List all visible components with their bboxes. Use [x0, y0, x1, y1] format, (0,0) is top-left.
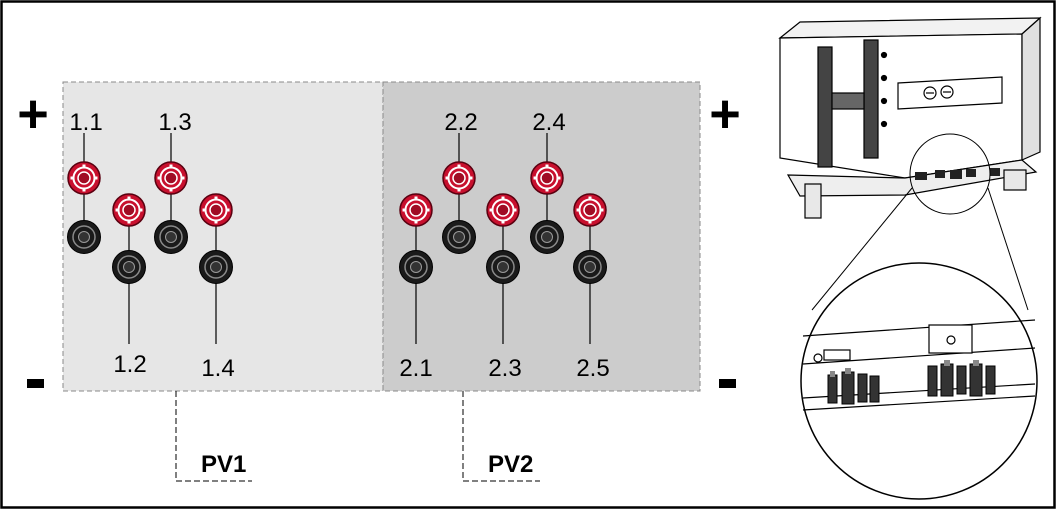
minus-sign-left — [27, 379, 44, 388]
label-1-3: 1.3 — [158, 109, 191, 136]
label-1-2: 1.2 — [113, 351, 146, 378]
connector-positive — [486, 193, 520, 227]
connector-negative — [572, 249, 608, 285]
label-2-2: 2.2 — [444, 109, 477, 136]
label-1-1: 1.1 — [69, 109, 102, 136]
plus-sign-left: + — [17, 84, 49, 144]
connector-negative — [529, 219, 565, 255]
connector-negative — [153, 219, 189, 255]
label-1-4: 1.4 — [201, 355, 234, 382]
connector-negative — [441, 219, 477, 255]
pv2-label: PV2 — [488, 451, 533, 478]
minus-sign-right — [719, 379, 736, 388]
zoom-detail — [800, 262, 1038, 500]
label-2-3: 2.3 — [488, 355, 521, 382]
magnifier-callout — [811, 133, 1029, 311]
connector-negative — [111, 249, 147, 285]
connector-positive — [67, 161, 101, 195]
label-2-4: 2.4 — [532, 109, 565, 136]
label-2-1: 2.1 — [399, 355, 432, 382]
label-2-5: 2.5 — [576, 355, 609, 382]
connector-positive — [154, 161, 188, 195]
connector-positive — [199, 193, 233, 227]
pv1-panel — [62, 81, 384, 392]
connector-positive — [530, 161, 564, 195]
connector-positive — [112, 193, 146, 227]
connector-negative — [485, 249, 521, 285]
inverter-illustration — [778, 16, 1042, 219]
connector-positive — [399, 193, 433, 227]
plus-sign-right: + — [709, 84, 741, 144]
connector-negative — [66, 219, 102, 255]
connector-positive — [442, 161, 476, 195]
connector-positive — [573, 193, 607, 227]
pv-callout-lines — [175, 391, 540, 482]
pv1-label: PV1 — [201, 451, 246, 478]
connector-negative — [398, 249, 434, 285]
connector-negative — [198, 249, 234, 285]
